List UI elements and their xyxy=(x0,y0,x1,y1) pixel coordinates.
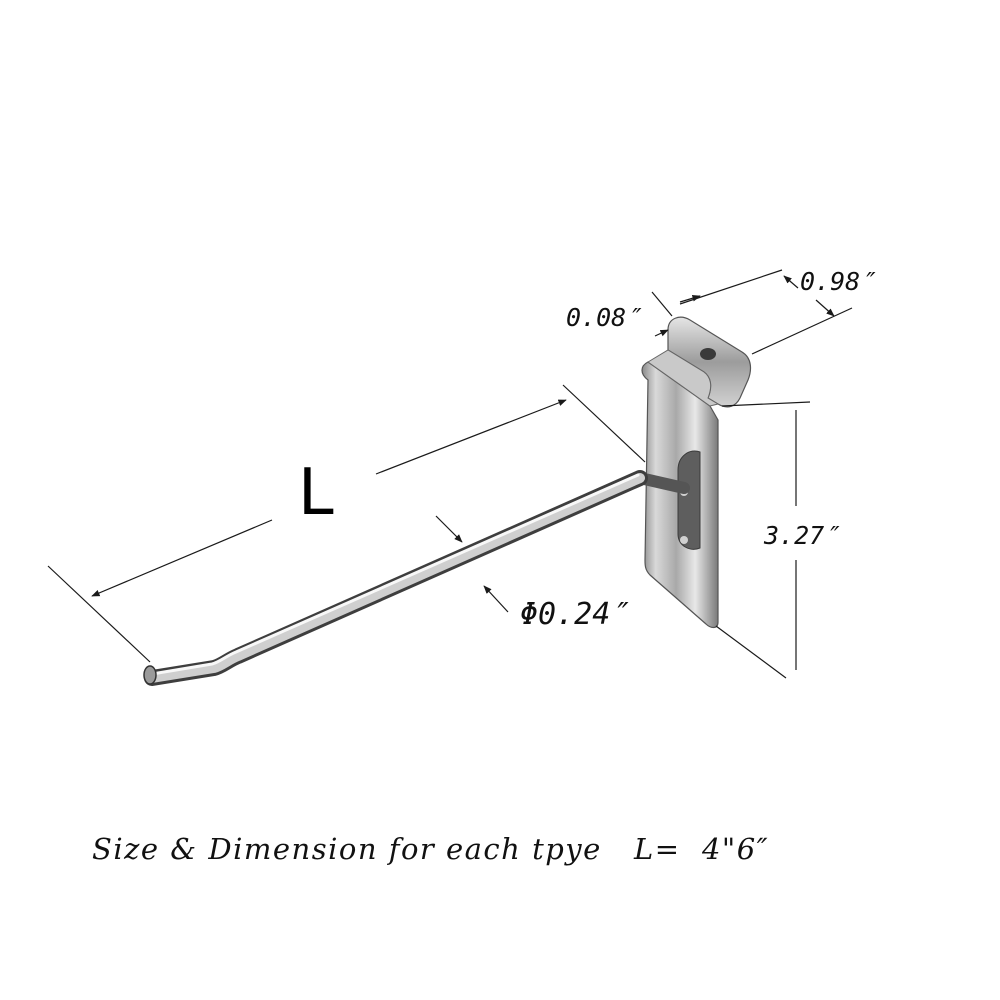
bracket-plate xyxy=(641,316,752,629)
rod-tip-icon xyxy=(143,665,157,685)
diameter-label: Φ0.24″ xyxy=(520,597,629,632)
height-dimension: 3.27″ xyxy=(715,401,840,679)
width-dimension: 0.98″ xyxy=(679,267,876,355)
thickness-dimension: 0.08″ xyxy=(566,291,701,337)
thickness-label: 0.08″ xyxy=(566,303,642,332)
caption: Size & Dimension for each tpye L= 4"6″ xyxy=(92,832,770,866)
mount-hole-icon xyxy=(700,348,716,360)
hook-rod xyxy=(143,470,690,686)
width-label: 0.98″ xyxy=(800,267,876,296)
height-label: 3.27″ xyxy=(763,521,840,550)
length-label: L xyxy=(298,456,334,530)
diameter-dimension: Φ0.24″ xyxy=(435,515,629,632)
length-dimension: L xyxy=(47,384,646,663)
